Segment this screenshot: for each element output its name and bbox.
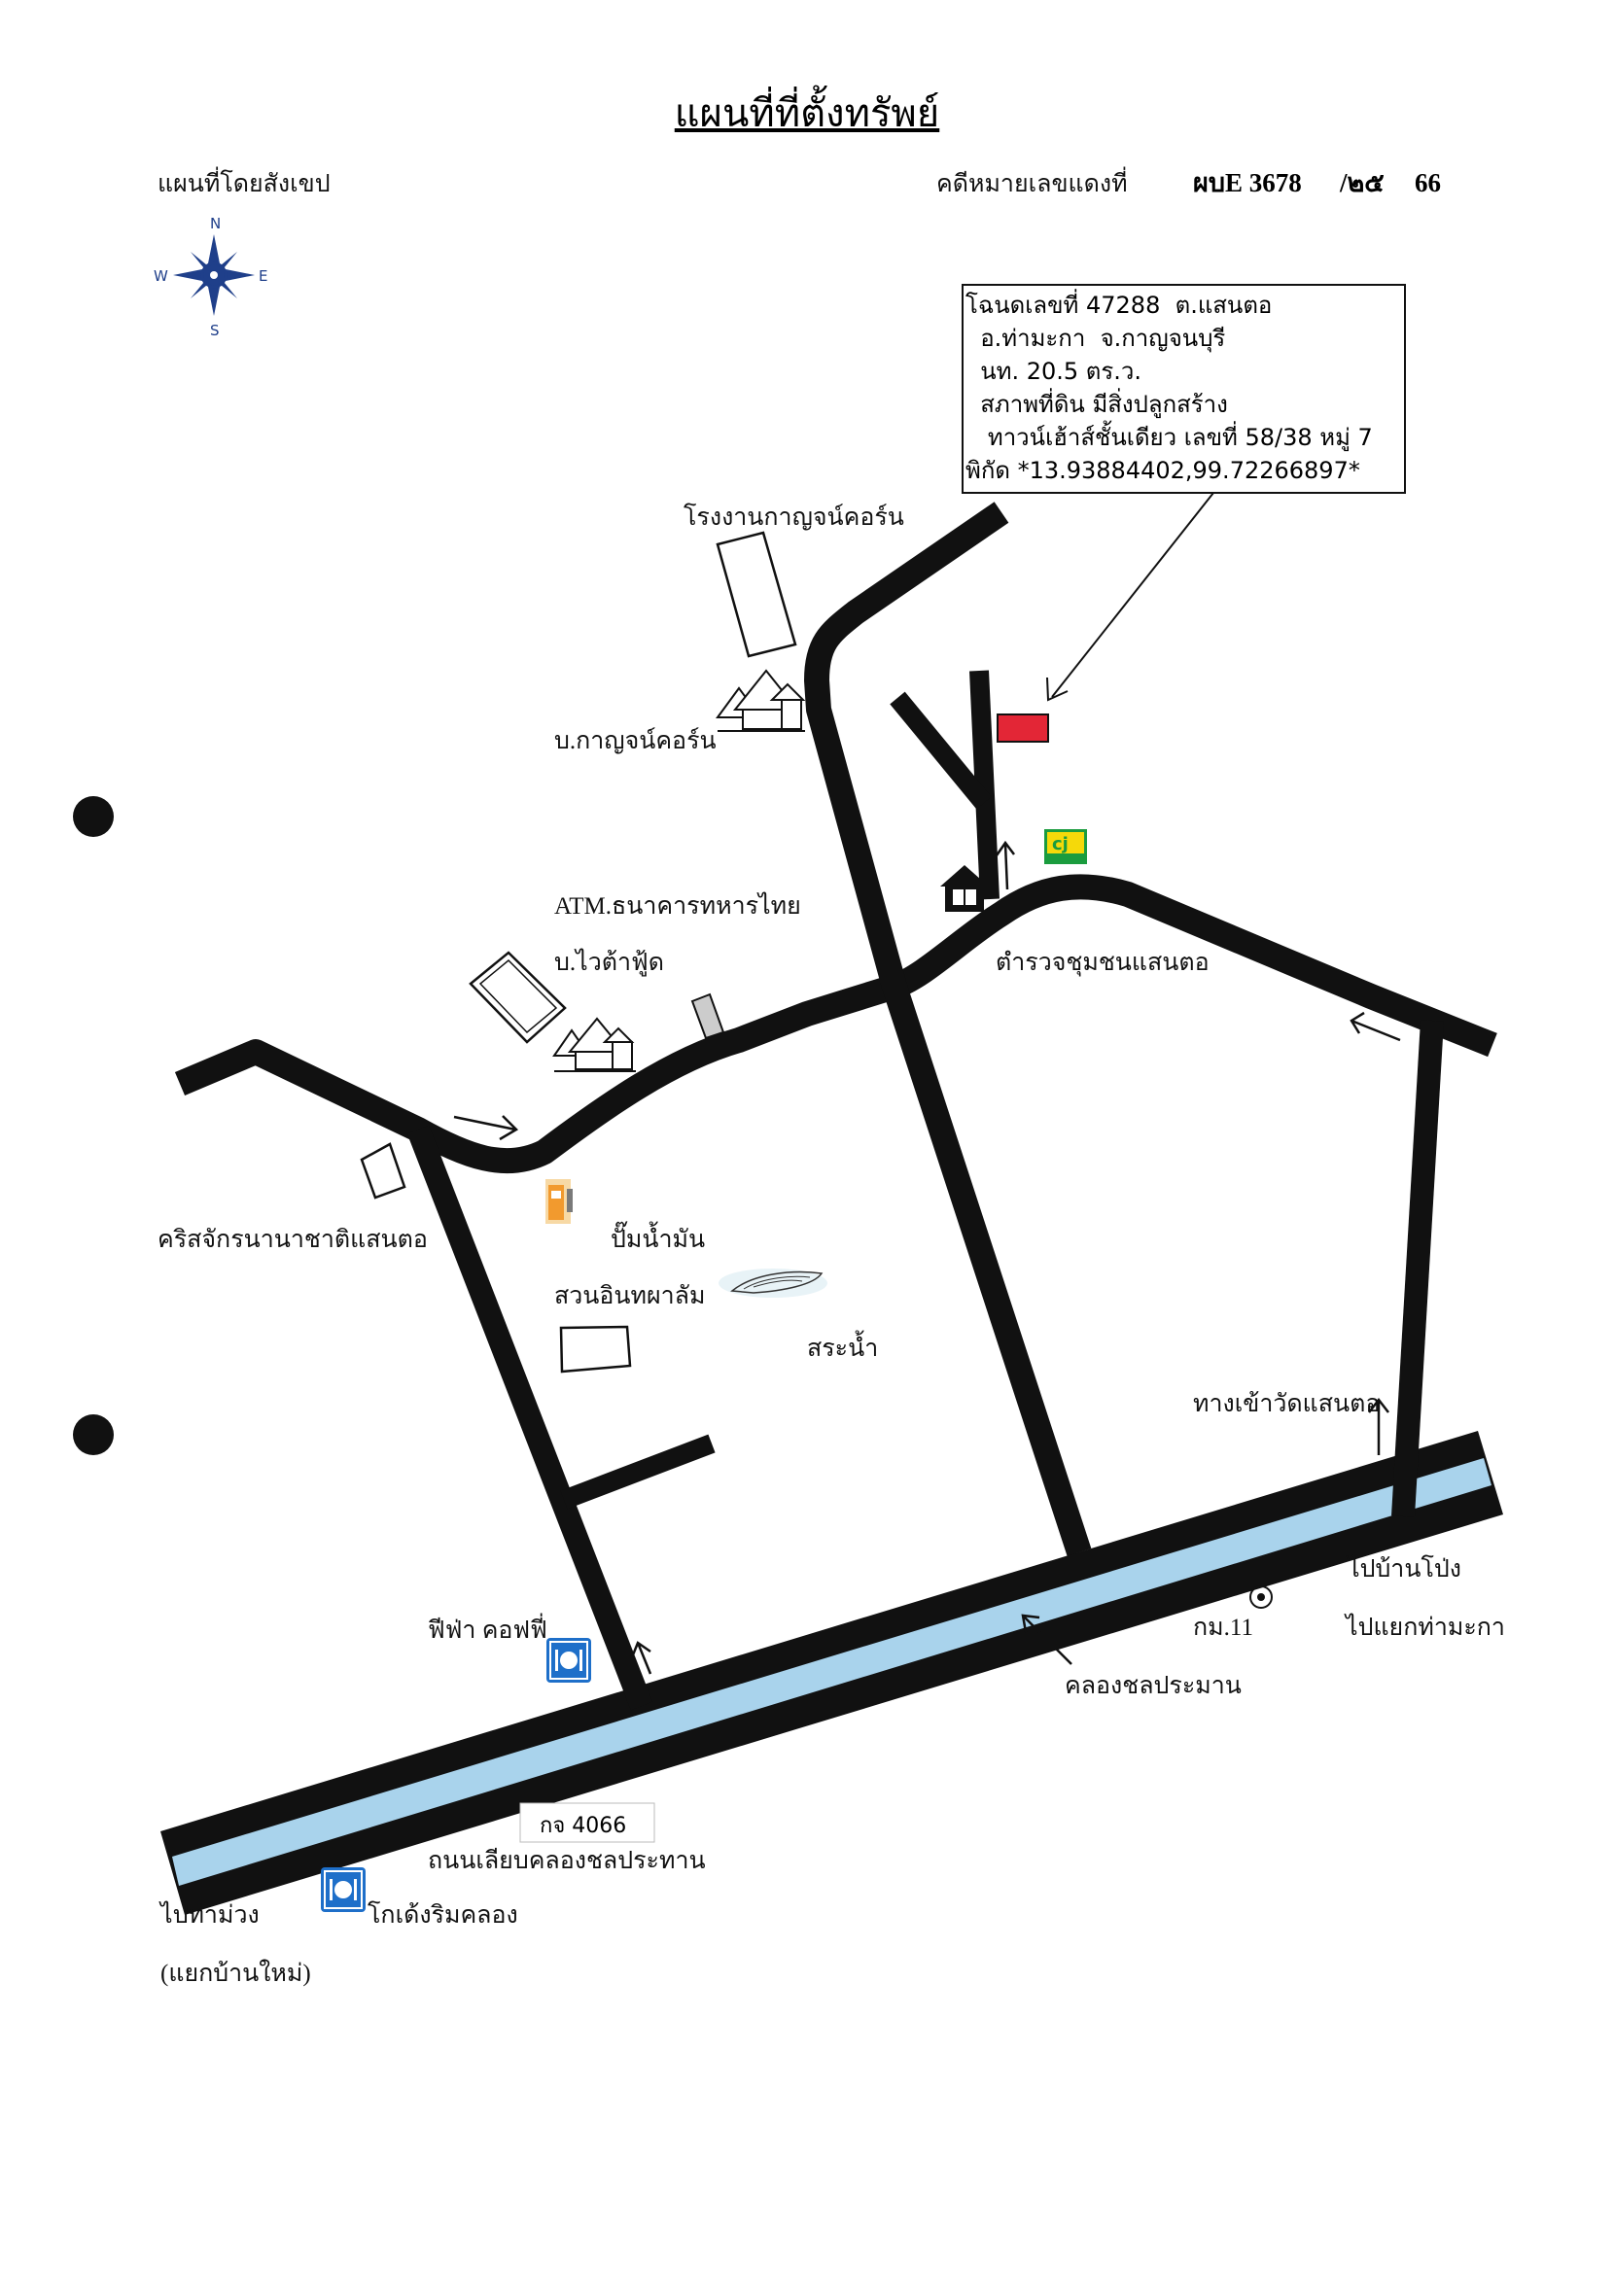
atm-building bbox=[469, 951, 567, 1044]
case-label: คดีหมายเลขแดงที่ bbox=[936, 166, 1128, 197]
vaita-food-building bbox=[690, 992, 725, 1040]
road-north-branch-a bbox=[969, 670, 1000, 900]
route-number: กจ 4066 bbox=[540, 1814, 626, 1838]
map-subtitle: แผนที่โดยสังเขป bbox=[158, 166, 331, 197]
road-east bbox=[1391, 1020, 1444, 1517]
label-canal: คลองชลประมาน bbox=[1065, 1673, 1242, 1699]
binder-hole-top bbox=[73, 796, 114, 837]
arrow-east-road bbox=[1350, 1011, 1401, 1042]
main-road bbox=[174, 874, 1497, 1174]
label-canal-road: ถนนเลียบคลองชลประทาน bbox=[428, 1847, 706, 1874]
label-vaita-food: บ.ไวต้าฟู้ด bbox=[554, 948, 664, 977]
arrow-north bbox=[995, 840, 1015, 890]
label-km: กม.11 bbox=[1193, 1615, 1253, 1641]
compass-e: E bbox=[259, 267, 267, 285]
info-line-4: สภาพที่ดิน มีสิ่งปลูกสร้าง bbox=[965, 388, 1228, 419]
svg-text:cj: cj bbox=[1052, 834, 1069, 854]
info-line-2: อ.ท่ามะกา จ.กาญจนบุรี bbox=[965, 325, 1225, 353]
info-line-6: พิกัด *13.93884402,99.72266897* bbox=[965, 457, 1360, 484]
info-callout-line bbox=[1051, 492, 1214, 698]
factory-building bbox=[716, 531, 797, 658]
info-line-5: ทาวน์เฮ้าส์ชั้นเดียว เลขที่ 58/38 หมู่ 7 bbox=[965, 420, 1373, 452]
compass-rose-icon: N S E W bbox=[154, 215, 267, 339]
info-callout-arrowhead bbox=[1046, 677, 1069, 702]
house-icon bbox=[716, 669, 806, 732]
info-line-1: โฉนดเลขที่ 47288 ต.แสนตอ bbox=[965, 289, 1272, 319]
gas-pump-icon bbox=[545, 1179, 573, 1224]
restaurant-icon bbox=[546, 1638, 591, 1683]
road-west-spur bbox=[560, 1434, 716, 1510]
compass-n: N bbox=[210, 215, 221, 232]
page-title: แผนที่ที่ตั้งทรัพย์ bbox=[675, 85, 939, 135]
label-ban-mai: (แยกบ้านใหม่) bbox=[160, 1959, 311, 1987]
road-west bbox=[406, 1125, 653, 1711]
arrow-canal bbox=[1021, 1614, 1072, 1665]
label-ban-pong: ไปบ้านโป่ง bbox=[1346, 1554, 1461, 1583]
palm-garden-building bbox=[559, 1325, 632, 1374]
atm-building-inner bbox=[478, 958, 558, 1034]
house-icon bbox=[552, 1017, 636, 1072]
cj-store-icon: cj bbox=[1044, 829, 1087, 864]
compass-s: S bbox=[210, 322, 220, 339]
label-atm: ATM.ธนาคารทหารไทย bbox=[554, 891, 801, 920]
case-year: /๒๕ bbox=[1339, 168, 1385, 197]
arrow-main-east bbox=[453, 1115, 519, 1141]
label-palm: สวนอินทผาลัม bbox=[554, 1283, 705, 1309]
info-line-3: นท. 20.5 ตร.ว. bbox=[965, 358, 1141, 385]
restaurant-icon bbox=[321, 1867, 366, 1912]
label-fifa: ฟีฟ่า คอฟฟี่ bbox=[428, 1613, 547, 1644]
case-number: ผบE 3678 bbox=[1193, 168, 1302, 197]
church-building bbox=[360, 1142, 406, 1200]
label-police: ตำรวจชุมชนแสนตอ bbox=[996, 950, 1210, 977]
label-tha-maka: ไปแยกท่ามะกา bbox=[1344, 1613, 1505, 1641]
canal-road bbox=[160, 1431, 1503, 1915]
direction-arrows bbox=[453, 840, 1401, 1675]
binder-hole-bottom bbox=[73, 1414, 114, 1455]
arrow-temple bbox=[1368, 1397, 1389, 1455]
label-temple-entry: ทางเข้าวัดแสนตอ bbox=[1193, 1391, 1380, 1417]
label-gas: ปั๊มน้ำมัน bbox=[611, 1221, 705, 1253]
road-network bbox=[174, 502, 1497, 1711]
compass-w: W bbox=[154, 267, 168, 285]
label-kanchancorn-house: บ.กาญจน์คอร์น bbox=[554, 727, 717, 754]
route-number-box bbox=[519, 1802, 655, 1843]
info-box bbox=[962, 284, 1406, 494]
road-north-branch-b bbox=[890, 691, 992, 810]
label-tha-muang: ไปท่าม่วง bbox=[158, 1900, 260, 1929]
label-kodeng: โกเด้งริมคลอง bbox=[368, 1900, 518, 1929]
road-north-left bbox=[804, 502, 1092, 1557]
label-pond: สระน้ำ bbox=[807, 1330, 878, 1362]
label-church: คริสจักรนานาชาติแสนตอ bbox=[158, 1227, 428, 1253]
arrow-west-road bbox=[630, 1641, 652, 1675]
property-marker bbox=[997, 713, 1049, 743]
case-year-suffix: 66 bbox=[1415, 168, 1441, 197]
km-marker-icon bbox=[1249, 1585, 1273, 1609]
pond-icon bbox=[719, 1269, 827, 1298]
label-factory: โรงงานกาญจน์คอร์น bbox=[684, 503, 904, 531]
school-icon bbox=[940, 865, 989, 912]
